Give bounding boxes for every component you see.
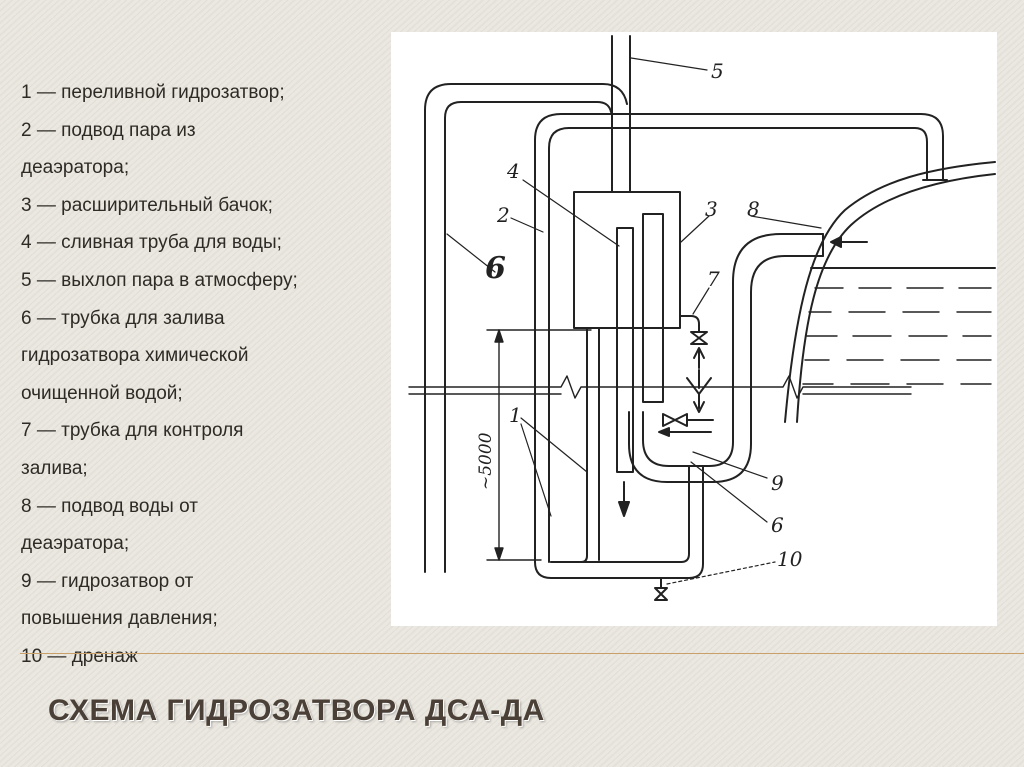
diagram-labels: 5 4 2 6 3 8 7 1 9 6 10 ~5000 [476, 59, 803, 571]
legend-item: 6 — трубка для залива [21, 307, 225, 329]
leader-lines [446, 57, 822, 585]
filling-pipe-left [424, 83, 628, 573]
legend-item: 5 — выхлоп пара в атмосферу; [21, 269, 298, 291]
legend-item: 1 — переливной гидрозатвор; [21, 82, 285, 103]
label-5: 5 [711, 59, 724, 83]
label-height: ~5000 [476, 432, 496, 490]
control-tube [679, 315, 712, 413]
water-supply-pipe [628, 233, 868, 483]
legend-item: 10 — дренаж [21, 645, 138, 667]
legend-list: 1 — переливной гидрозатвор; 2 — подвод п… [21, 74, 381, 676]
dimension-line [486, 329, 592, 561]
label-1: 1 [509, 403, 522, 427]
label-4: 4 [506, 159, 520, 183]
legend-item: гидрозатвора химической [21, 345, 249, 367]
steam-supply-pipe [534, 113, 948, 563]
label-6: 6 [771, 513, 784, 537]
legend-item: залива; [21, 457, 88, 479]
legend-item: деаэратора; [21, 533, 130, 555]
drain-valve [654, 577, 668, 601]
legend-item: 7 — трубка для контроля [21, 420, 244, 442]
legend-item: 3 — расширительный бачок; [21, 194, 273, 216]
overflow-seal [534, 327, 704, 579]
seal-fill-valve [658, 413, 714, 437]
legend-item: деаэратора; [21, 157, 130, 179]
divider-rule [20, 653, 1024, 654]
label-2: 2 [496, 203, 510, 227]
slide-title: СХЕМА ГИДРОЗАТВОРА ДСА-ДА [48, 694, 545, 727]
expansion-tank [573, 191, 681, 329]
legend-item: повышения давления; [21, 608, 218, 630]
legend-item: очищенной водой; [21, 382, 183, 404]
break-line [408, 375, 912, 399]
legend-item: 8 — подвод воды от [21, 495, 198, 517]
label-8: 8 [747, 197, 760, 221]
label-3: 3 [705, 197, 718, 221]
drain-tube [616, 213, 664, 517]
label-10: 10 [777, 547, 803, 571]
legend-item: 4 — сливная труба для воды; [21, 232, 282, 254]
diagram-figure: 5 4 2 6 3 8 7 1 9 6 10 ~5000 [391, 32, 997, 626]
label-9: 9 [771, 471, 784, 495]
deaerator-tank [784, 161, 996, 423]
legend-item: 2 — подвод пара из [21, 119, 196, 141]
label-6-left: 6 [485, 251, 506, 286]
legend-item: 9 — гидрозатвор от [21, 570, 194, 592]
hydro-seal-diagram: 5 4 2 6 3 8 7 1 9 6 10 ~5000 [408, 35, 996, 601]
label-7: 7 [707, 267, 720, 291]
